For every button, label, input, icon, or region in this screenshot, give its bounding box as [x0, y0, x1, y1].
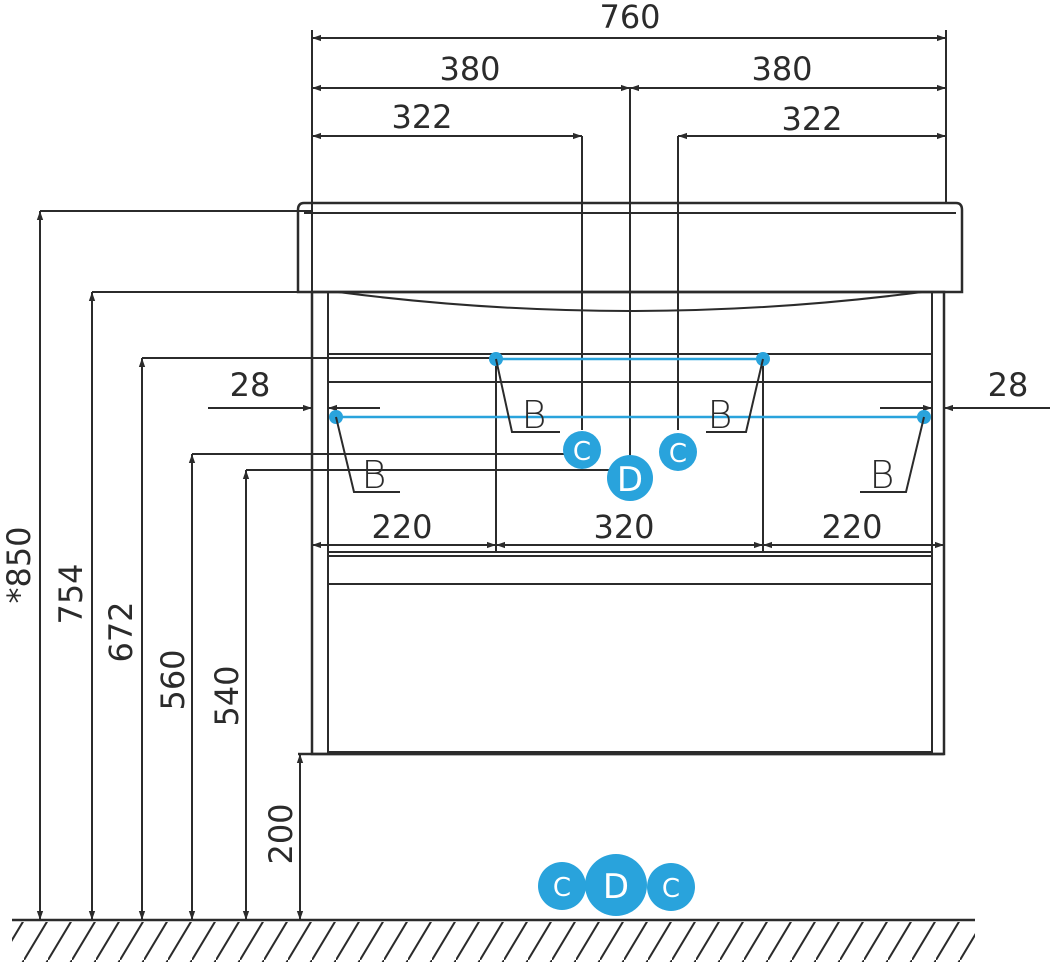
svg-text:C: C [669, 439, 687, 469]
dim-28-left: 28 [230, 366, 271, 404]
dim-320: 320 [593, 508, 654, 546]
legend-c-right: C [647, 863, 695, 911]
svg-text:D: D [603, 867, 629, 907]
top-dimension-lines [311, 30, 947, 458]
badge-d-center: D [607, 455, 653, 501]
dim-380-right: 380 [751, 50, 812, 88]
bottom-dimension-lines [312, 358, 944, 552]
badge-c-left: C [563, 431, 601, 469]
cabinet [298, 290, 946, 756]
height-dimension-lines [36, 210, 614, 920]
legend-d: D [585, 854, 647, 916]
dim-28-right: 28 [988, 366, 1029, 404]
label-b-2: B [708, 393, 733, 437]
svg-text:C: C [553, 873, 571, 903]
label-b-1: B [522, 393, 547, 437]
dim-220-right: 220 [821, 508, 882, 546]
dim-754: 754 [52, 563, 90, 624]
dim-672: 672 [102, 601, 140, 662]
dim-322-left: 322 [391, 98, 452, 136]
floor [12, 918, 975, 962]
dim-380-left: 380 [439, 50, 500, 88]
badge-c-right: C [659, 433, 697, 471]
dim-560: 560 [154, 649, 192, 710]
label-b-4: B [870, 453, 895, 497]
dim-200: 200 [262, 803, 300, 864]
dim-322-right: 322 [781, 100, 842, 138]
dim-760: 760 [599, 0, 660, 36]
legend-c-left: C [538, 862, 586, 910]
dim-220-left: 220 [371, 508, 432, 546]
label-b-3: B [362, 453, 387, 497]
b-leaders [335, 358, 925, 493]
svg-text:C: C [662, 874, 680, 904]
svg-text:D: D [617, 460, 643, 500]
svg-text:C: C [573, 437, 591, 467]
dim-540: 540 [208, 665, 246, 726]
dim-850: *850 [0, 526, 38, 603]
